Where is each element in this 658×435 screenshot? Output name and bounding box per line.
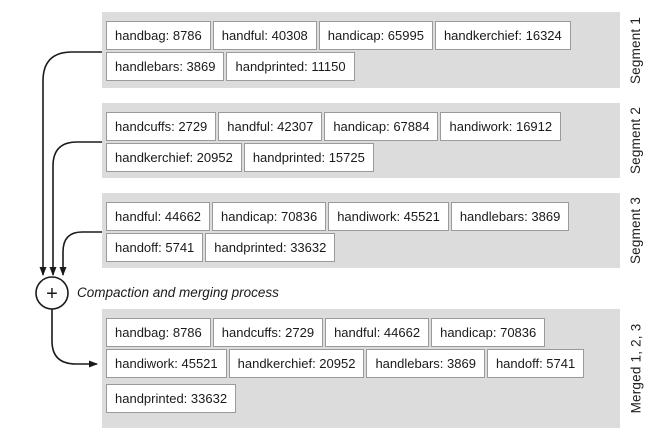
kv-box: handicap: 70836 bbox=[212, 202, 327, 231]
kv-box: handprinted: 33632 bbox=[205, 233, 336, 262]
kv-box: handbag: 8786 bbox=[106, 21, 211, 50]
merge-node-circle bbox=[35, 276, 69, 310]
kv-box: handlebars: 3869 bbox=[450, 202, 570, 231]
kv-box: handcuffs: 2729 bbox=[212, 318, 324, 347]
kv-box: handful: 44662 bbox=[106, 202, 211, 231]
arrow-segment2-to-merge-node bbox=[49, 141, 102, 276]
plus-icon: + bbox=[46, 283, 58, 305]
arrow-segment3-to-merge-node bbox=[59, 231, 102, 276]
kv-box: handkerchief: 20952 bbox=[106, 143, 242, 172]
kv-box: handlebars: 3869 bbox=[366, 349, 485, 378]
segment-2-label-text: Segment 2 bbox=[628, 106, 644, 175]
kv-box: handoff: 5741 bbox=[106, 233, 204, 262]
kv-box: handkerchief: 20952 bbox=[228, 349, 365, 378]
merged-segment-label: Merged 1, 2, 3 bbox=[620, 309, 652, 428]
kv-box: handbag: 8786 bbox=[106, 318, 211, 347]
kv-box: handicap: 65995 bbox=[318, 21, 433, 50]
process-caption: Compaction and merging process bbox=[77, 285, 279, 300]
segment-3-label: Segment 3 bbox=[620, 193, 652, 268]
kv-box: handful: 42307 bbox=[218, 112, 323, 141]
arrow-segment1-to-merge-node bbox=[39, 51, 102, 276]
segment-1-label: Segment 1 bbox=[620, 12, 652, 88]
segment-1-label-text: Segment 1 bbox=[628, 16, 644, 84]
merge-node: + bbox=[35, 276, 69, 310]
kv-box: handful: 44662 bbox=[325, 318, 430, 347]
kv-box: handcuffs: 2729 bbox=[106, 112, 217, 141]
kv-box: handprinted: 11150 bbox=[226, 52, 355, 81]
kv-box: handful: 40308 bbox=[212, 21, 317, 50]
kv-box: handprinted: 33632 bbox=[106, 384, 237, 413]
box-row: handprinted: 33632 bbox=[106, 384, 620, 413]
kv-box: handlebars: 3869 bbox=[106, 52, 225, 81]
merged-segment-label-text: Merged 1, 2, 3 bbox=[628, 323, 644, 414]
kv-box: handiwork: 45521 bbox=[328, 202, 449, 231]
kv-box: handicap: 70836 bbox=[431, 318, 546, 347]
arrow-merge-node-to-merged-segment bbox=[51, 309, 98, 368]
kv-box: handkerchief: 16324 bbox=[434, 21, 571, 50]
kv-box: handprinted: 15725 bbox=[243, 143, 374, 172]
segment-2-label: Segment 2 bbox=[620, 103, 652, 178]
kv-box: handoff: 5741 bbox=[486, 349, 585, 378]
kv-box: handiwork: 45521 bbox=[106, 349, 227, 378]
segment-3-label-text: Segment 3 bbox=[628, 196, 644, 265]
kv-box: handicap: 67884 bbox=[324, 112, 439, 141]
kv-box: handiwork: 16912 bbox=[440, 112, 562, 141]
